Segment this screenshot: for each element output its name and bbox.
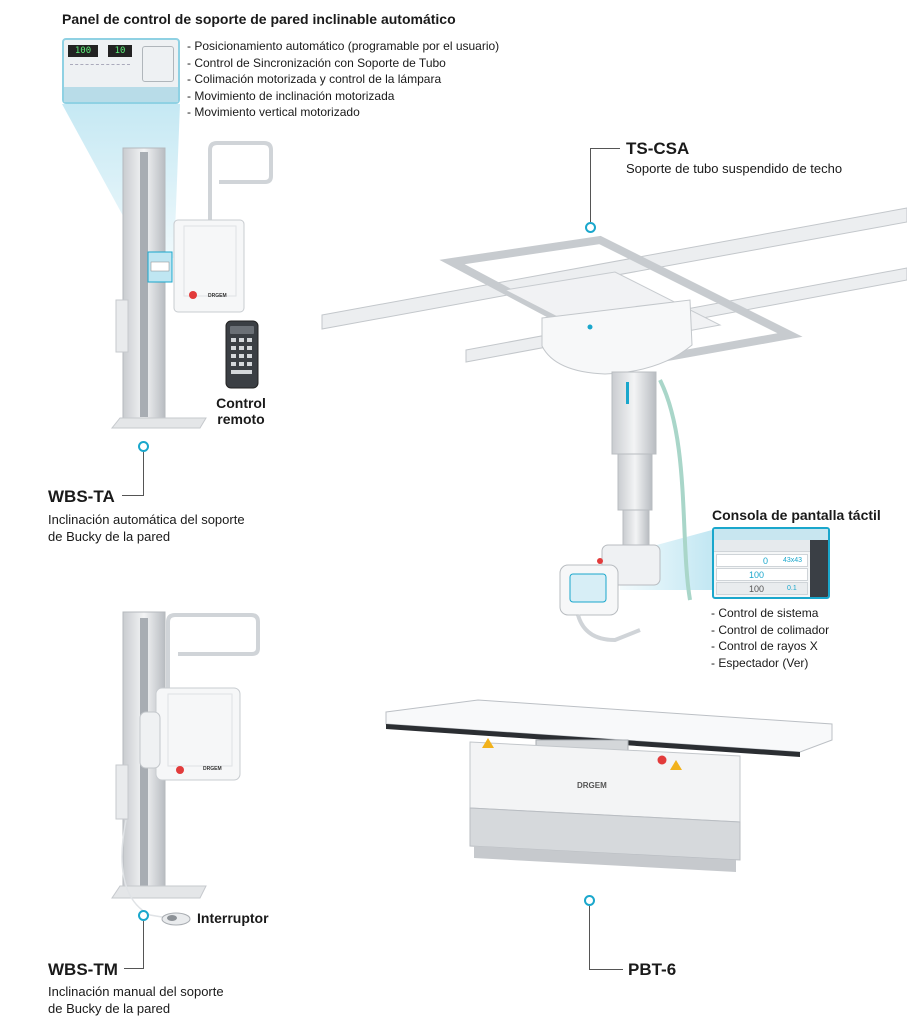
wbs-ta-bucky-grid [183, 225, 237, 297]
ceiling-rail-back [321, 207, 907, 330]
pbt-6-brand: DRGEM [577, 781, 607, 790]
wbs-tm-description: Inclinación manual del soporte de Bucky … [48, 984, 224, 1016]
tube-handle [576, 614, 641, 643]
panel-button-row [70, 64, 130, 82]
wbs-tm-side-box [115, 764, 129, 820]
ts-csa-description: Soporte de tubo suspendido de techo [626, 161, 843, 176]
telescope-section-3 [622, 509, 650, 551]
console-tabs [714, 540, 810, 552]
switch-label: Interruptor [197, 910, 269, 926]
feature-item: Control de sistema [711, 605, 829, 622]
wbs-tm-base [111, 885, 207, 899]
wbs-tm-leader-v [143, 921, 144, 969]
feature-item: Control de rayos X [711, 638, 829, 655]
wbs-tm-stop-button [176, 766, 184, 774]
feature-item: Movimiento de inclinación motorizada [187, 88, 499, 105]
wbs-ta-leader-h [122, 495, 144, 496]
console-row-2: 100 [716, 568, 808, 581]
panel-display-right: 10 [108, 45, 132, 57]
console-side-bar [810, 540, 828, 597]
wbs-tm-brand: DRGEM [203, 766, 222, 772]
wbs-ta-base [110, 417, 207, 429]
pbt-6-model: PBT-6 [628, 960, 677, 979]
feature-item: Colimación motorizada y control de la lá… [187, 71, 499, 88]
tube-cable [658, 379, 692, 601]
feature-item: Movimiento vertical motorizado [187, 104, 499, 121]
wbs-ta-model: WBS-TA [48, 487, 115, 506]
wbs-ta-leader-v [143, 452, 144, 496]
feature-item: Espectador (Ver) [711, 655, 829, 672]
console-feature-list: Control de sistema Control de colimador … [711, 605, 829, 671]
table-stop-button [657, 755, 667, 765]
console-row-1: 0 43x43 [716, 554, 808, 567]
feature-item: Control de colimador [711, 622, 829, 639]
pbt-6-leader-v [589, 906, 590, 970]
panel-arrow-pad [142, 46, 174, 82]
pbt-6-leader-h [589, 969, 623, 970]
wbs-tm-handle-grip [139, 711, 161, 769]
wall-control-panel: 100 10 [62, 38, 180, 104]
telescope-section-2 [617, 453, 653, 511]
wall-panel-feature-list: Posicionamiento automático (programable … [187, 38, 499, 121]
feature-item: Control de Sincronización con Soporte de… [187, 55, 499, 72]
console-row-3: 100 0.1 [716, 582, 808, 595]
feature-item: Posicionamiento automático (programable … [187, 38, 499, 55]
touch-console-screen: 0 43x43 100 100 0.1 [712, 527, 830, 599]
wbs-ta-bucky [173, 219, 245, 313]
wbs-ta-marker [138, 441, 149, 452]
console-status-bar [714, 529, 828, 540]
ts-csa-leader-v [590, 148, 591, 222]
table-base-lower [469, 807, 741, 861]
ceiling-carriage-housing [541, 299, 693, 375]
pbt-6-marker [584, 895, 595, 906]
wbs-tm-leader-h [124, 968, 144, 969]
wbs-ta-stop-button [189, 291, 197, 299]
wall-panel-title: Panel de control de soporte de pared inc… [62, 11, 456, 27]
wbs-tm-handle [166, 613, 260, 692]
wbs-ta-side-box [115, 299, 129, 353]
wbs-ta-description: Inclinación automática del soporte de Bu… [48, 512, 245, 544]
ts-csa-marker [585, 222, 596, 233]
collimator-screen [569, 573, 607, 603]
panel-bottom-strip [64, 87, 178, 102]
telescope-section-1 [611, 371, 657, 455]
wbs-tm-model: WBS-TM [48, 960, 118, 979]
console-title: Consola de pantalla táctil [712, 507, 881, 523]
panel-display-left: 100 [68, 45, 98, 57]
ts-csa-leader-h [590, 148, 620, 149]
wbs-tm-marker [138, 910, 149, 921]
wbs-ta-brand: DRGEM [208, 293, 227, 299]
wbs-ta-column-rail [140, 152, 148, 417]
wbs-ta-handle [208, 141, 273, 232]
ts-csa-model: TS-CSA [626, 139, 690, 158]
remote-control-label: Control remoto [216, 395, 266, 427]
